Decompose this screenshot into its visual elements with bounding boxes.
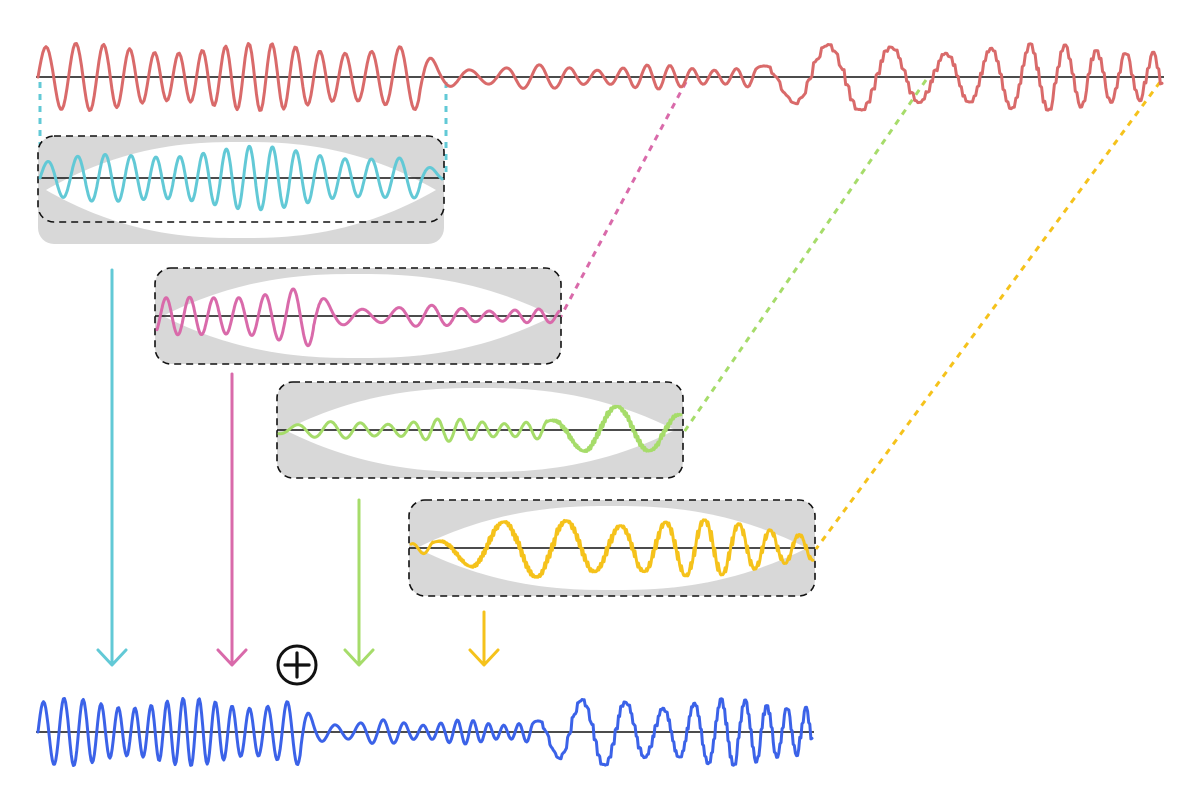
arrow-frame-1 bbox=[96, 268, 128, 667]
frame-2-waveform bbox=[155, 287, 561, 348]
frame-4 bbox=[408, 499, 816, 597]
output-signal bbox=[36, 697, 814, 767]
connector-frame-4 bbox=[814, 81, 1162, 550]
frame-1 bbox=[37, 135, 445, 244]
connectors bbox=[38, 79, 1162, 550]
input-signal bbox=[36, 42, 1164, 112]
frame-2 bbox=[154, 267, 562, 365]
output-signal-waveform bbox=[36, 697, 814, 767]
frame-3-waveform bbox=[277, 404, 683, 453]
frame-3 bbox=[276, 381, 684, 479]
arrow-frame-3 bbox=[343, 498, 375, 667]
connector-frame-3 bbox=[682, 79, 928, 433]
input-signal-waveform bbox=[36, 42, 1164, 112]
plus-in-circle-icon bbox=[276, 644, 318, 686]
connector-frame-2 bbox=[558, 81, 688, 319]
arrow-frame-2 bbox=[216, 372, 248, 667]
windowed-frames bbox=[37, 135, 816, 597]
frame-1-waveform bbox=[38, 144, 444, 212]
frame-4-waveform bbox=[409, 518, 815, 579]
frame-1-border bbox=[37, 135, 445, 223]
arrow-frame-4 bbox=[468, 610, 500, 667]
sum-arrows bbox=[96, 268, 500, 667]
